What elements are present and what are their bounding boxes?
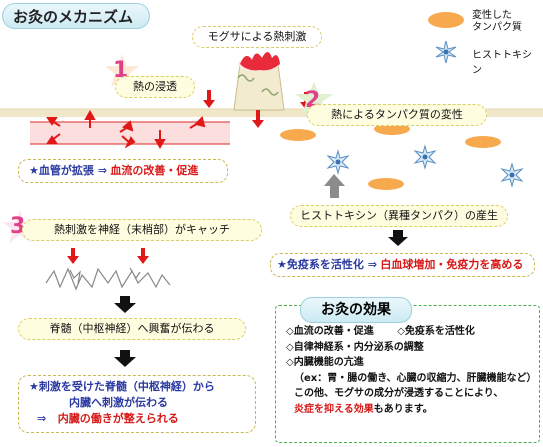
- nerve-arrows: [67, 248, 149, 264]
- vessel-arrows: [46, 109, 206, 150]
- legend: 変性した タンパク質 ヒストトキシン: [420, 6, 540, 76]
- organ-result-box: ★刺激を受けた脊髄（中枢神経）から 内臓へ刺激が伝わる ⇒ 内臓の働きが整えられ…: [18, 375, 256, 433]
- step2-star-icon: [295, 82, 333, 115]
- page-title: お灸のメカニズム: [2, 3, 150, 29]
- effect-inflammation-highlight: 炎症を抑える効果: [294, 403, 374, 415]
- organ-line3-arrow: ⇒: [37, 412, 47, 425]
- step3-star-icon: [2, 210, 38, 243]
- effect-autonomic: ◇自律神経系・内分泌系の調整: [286, 341, 424, 353]
- step1-label: 熱の浸透: [115, 76, 195, 98]
- histotoxin-legend-icon: [435, 40, 457, 64]
- immune-result-prefix: ★免疫系を活性化 ⇒: [277, 258, 377, 271]
- effects-title: お灸の効果: [300, 297, 412, 323]
- protein-legend-swatch: [428, 12, 464, 28]
- gray-up-arrow: [324, 174, 345, 198]
- moxa-label: モグサによる熱刺激: [192, 26, 322, 48]
- blood-vessel: [30, 122, 230, 144]
- organ-line3-text: 内臓の働きが整えられる: [57, 412, 179, 425]
- vessel-result-box: ★血管が拡張 ⇒ 血流の改善・促進: [18, 159, 228, 183]
- vessel-result-prefix: ★血管が拡張 ⇒: [29, 164, 107, 177]
- immune-result-box: ★免疫系を活性化 ⇒ 白血球増加・免疫力を高める: [270, 253, 535, 277]
- step3-label: 熱刺激を神経（末梢部）がキャッチ: [22, 219, 262, 241]
- skin-surface: [0, 109, 543, 117]
- effect-inflammation-tail: もあります。: [373, 403, 433, 415]
- effects-line1: ◇血流の改善・促進 ◇免疫系を活性化: [286, 324, 539, 340]
- step2-label: 熱によるタンパク質の変性: [307, 104, 487, 126]
- effect-examples: （ex：胃・腸の働き、心臓の収縮力、肝臓機能など）: [294, 372, 537, 384]
- effect-blood-flow: ◇血流の改善・促進: [286, 326, 374, 337]
- effect-note: この他、モグサの成分が浸透することにより、: [294, 388, 504, 399]
- denatured-proteins: [280, 123, 501, 190]
- flow-arrows: [114, 230, 408, 367]
- histotoxin-box: ヒストトキシン（異種タンパク）の産生: [290, 205, 508, 227]
- histotoxins: [326, 144, 524, 188]
- effect-organ: ◇内臓機能の亢進: [286, 357, 364, 368]
- step3-number: 3: [10, 214, 26, 239]
- protein-legend-label: 変性した タンパク質: [472, 10, 522, 33]
- nerve-endings: [45, 267, 171, 291]
- organ-line2: 内臓へ刺激が伝わる: [69, 396, 168, 409]
- effect-immune: ◇免疫系を活性化: [397, 326, 475, 337]
- vessel-result-text: 血流の改善・促進: [110, 164, 199, 177]
- effects-panel: ◇血流の改善・促進 ◇免疫系を活性化 ◇自律神経系・内分泌系の調整 ◇内臓機能の…: [275, 305, 540, 443]
- immune-result-text: 白血球増加・免疫力を高める: [380, 258, 524, 271]
- effect-inflammation: 炎症を抑える効果もあります。: [286, 402, 539, 418]
- organ-line3: ⇒ 内臓の働きが整えられる: [29, 411, 255, 427]
- spinal-box: 脊髄（中枢神経）へ興奮が伝わる: [18, 318, 246, 340]
- histotoxin-legend-label: ヒストトキシン: [472, 50, 532, 76]
- moxa-cone: [233, 52, 285, 111]
- organ-line1: ★刺激を受けた脊髄（中枢神経）から: [29, 380, 215, 393]
- step1-star-icon: [105, 54, 139, 87]
